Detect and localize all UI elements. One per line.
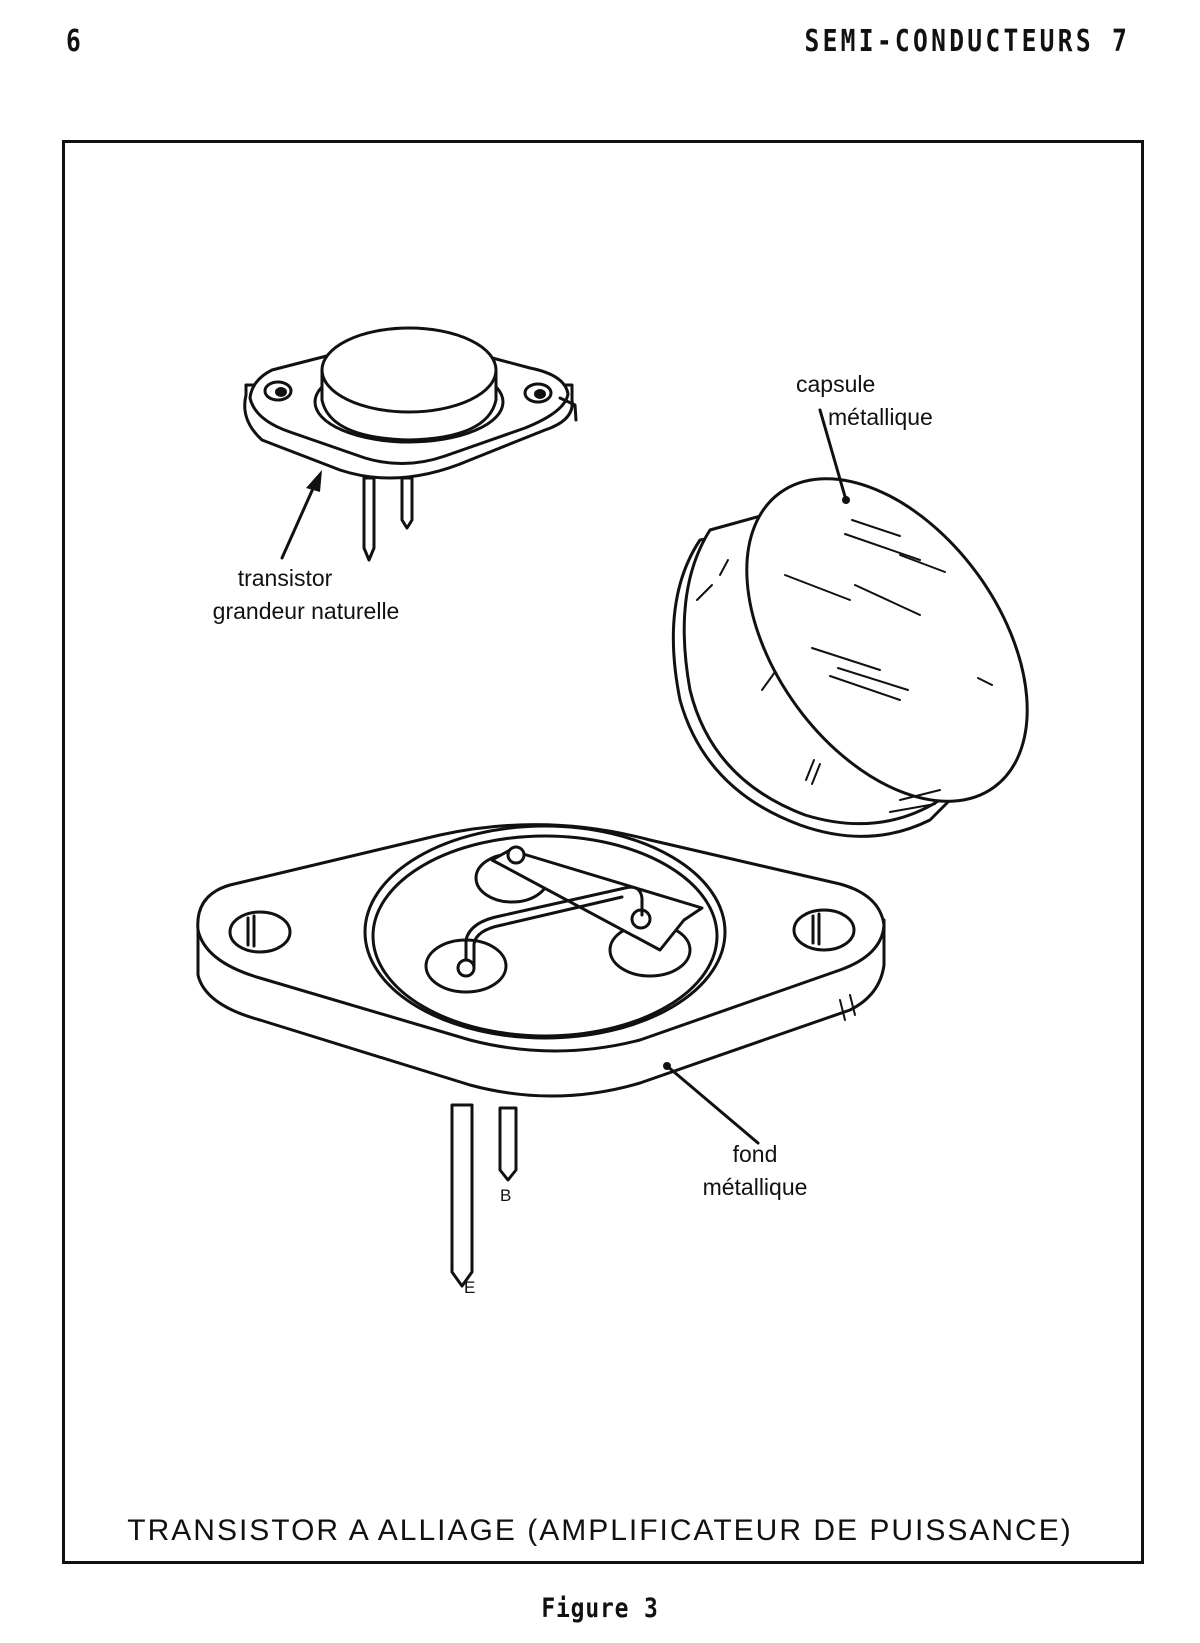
capsule-label-line1: capsule bbox=[796, 371, 876, 397]
metal-base-drawing bbox=[196, 823, 886, 1288]
fond-label-line2: métallique bbox=[702, 1174, 808, 1200]
figure-caption: TRANSISTOR A ALLIAGE (AMPLIFICATEUR DE P… bbox=[127, 1514, 1073, 1547]
transistor-pointer-arrow bbox=[280, 470, 322, 560]
fond-pointer-line bbox=[665, 1064, 760, 1145]
metal-capsule-drawing bbox=[671, 477, 1029, 838]
transistor-label: transistor grandeur naturelle bbox=[180, 562, 432, 628]
figure-frame bbox=[62, 140, 1144, 1564]
capsule-label: capsule métallique bbox=[760, 368, 933, 434]
fond-label-line1: fond bbox=[732, 1141, 778, 1167]
running-head: SEMI-CONDUCTEURS 7 bbox=[804, 24, 1130, 59]
transistor-label-line2: grandeur naturelle bbox=[212, 598, 400, 624]
small-transistor-drawing bbox=[243, 326, 578, 562]
page-number: 6 bbox=[66, 24, 82, 59]
figure-number: Figure 3 bbox=[541, 1593, 659, 1624]
capsule-label-line2: métallique bbox=[828, 404, 933, 430]
pin-b-label: B bbox=[500, 1186, 512, 1205]
pin-e-label: E bbox=[464, 1278, 476, 1297]
fond-label: fond métallique bbox=[670, 1138, 840, 1204]
capsule-pointer-line bbox=[818, 408, 848, 502]
transistor-label-line1: transistor bbox=[237, 565, 333, 591]
